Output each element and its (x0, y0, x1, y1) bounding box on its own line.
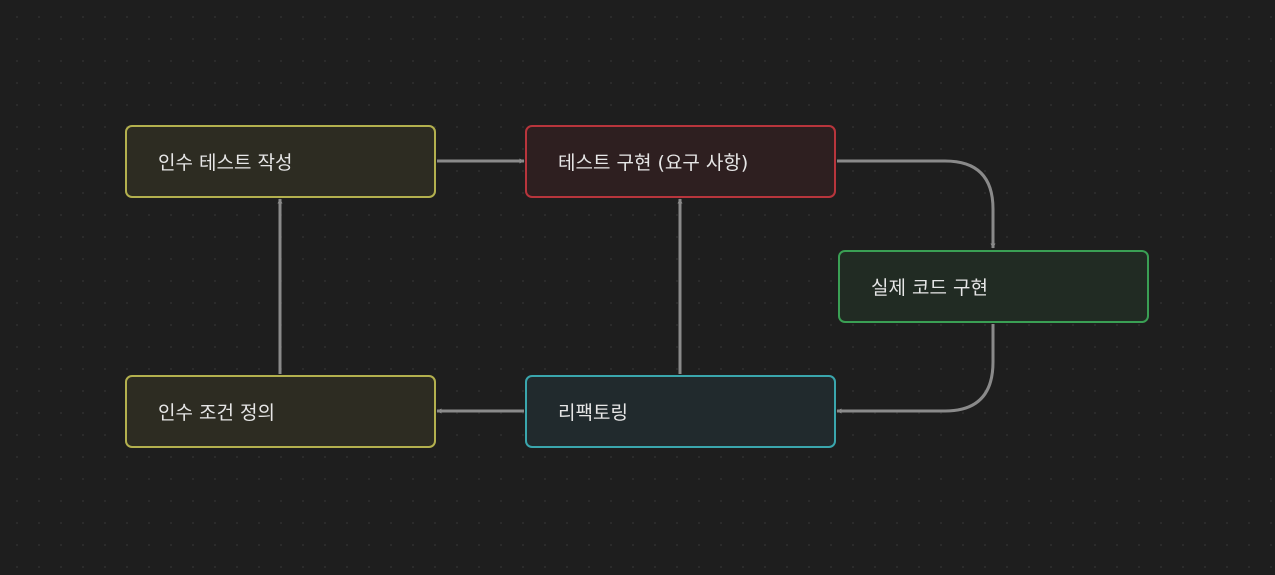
node-write-acceptance-test[interactable]: 인수 테스트 작성 (125, 125, 436, 198)
node-label: 실제 코드 구현 (871, 277, 988, 299)
node-label: 테스트 구현 (요구 사항) (558, 152, 749, 174)
node-refactoring[interactable]: 리팩토링 (525, 375, 836, 448)
edge-code-to-refactoring (836, 324, 995, 414)
node-implement-test[interactable]: 테스트 구현 (요구 사항) (525, 125, 836, 198)
edge-implement-test-to-code (837, 159, 996, 249)
node-define-acceptance-criteria[interactable]: 인수 조건 정의 (125, 375, 436, 448)
node-label: 리팩토링 (558, 402, 628, 424)
node-label: 인수 조건 정의 (158, 402, 275, 424)
node-implement-code[interactable]: 실제 코드 구현 (838, 250, 1149, 323)
node-label: 인수 테스트 작성 (158, 152, 293, 174)
